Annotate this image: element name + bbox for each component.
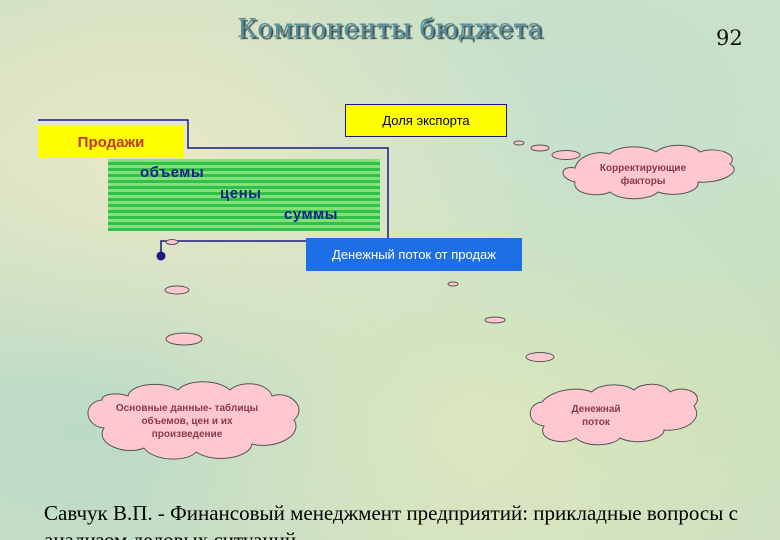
export-share-box[interactable]: Доля экспорта [345,104,507,137]
cloud-correcting-factors-text: Корректирующие факторы [599,163,687,187]
bubble-trail-right-bottom [447,281,555,362]
connector-dot [156,251,166,261]
connector-line [160,240,306,256]
prices-label: цены [220,185,262,202]
sales-outline [38,119,389,238]
sales-box[interactable]: Продажи [38,126,184,158]
volumes-prices-sums-block: объемы цены суммы [108,159,380,231]
page-title: Компоненты бюджета [237,14,543,44]
cash-flow-box[interactable]: Денежный поток от продаж [306,238,522,271]
bubble-trail-left [164,239,203,346]
cloud-basic-data [87,381,300,460]
sums-label: суммы [284,206,338,223]
volumes-label: объемы [140,164,205,181]
cloud-correcting-factors [562,144,735,200]
footer-citation: Савчук В.П. - Финансовый менеджмент пред… [44,501,738,540]
page-number: 92 [716,26,743,50]
cloud-basic-data-text: Основные данные- таблицы объемов, цен и … [115,403,259,440]
cloud-cash-flow [529,383,698,446]
cloud-cash-flow-text: Денежнай поток [571,404,621,428]
bubble-trail-right-top [513,140,581,160]
